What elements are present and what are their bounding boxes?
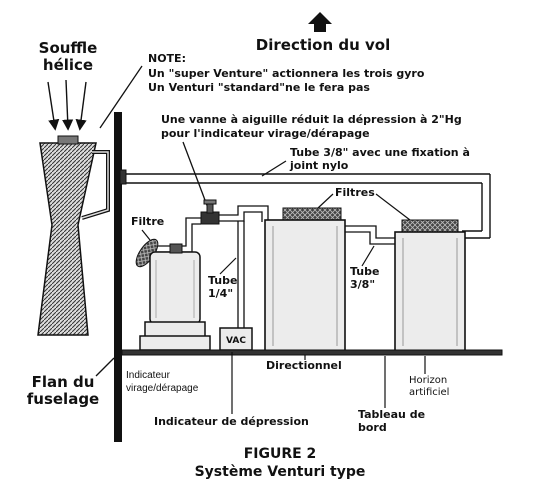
direction-arrow-icon: [308, 12, 332, 32]
figure-number: FIGURE 2: [244, 446, 317, 462]
instrument-tubing: [148, 205, 396, 330]
tableau-line2: bord: [358, 421, 387, 434]
filtre-label: Filtre: [131, 215, 164, 228]
directional-gyro: [264, 207, 346, 353]
wall-fitting: [119, 169, 127, 185]
souffle-label-line1: Souffle: [39, 39, 98, 57]
flan-line1: Flan du: [32, 373, 95, 391]
tube38-line1: Tube: [350, 265, 379, 278]
tube38-leader: [361, 245, 375, 267]
note-label: NOTE:: [148, 52, 186, 65]
filtres-label: Filtres: [335, 186, 375, 199]
vacuum-gauge: VAC: [219, 327, 253, 351]
horizon-line2: artificiel: [409, 387, 449, 398]
figure-title: Système Venturi type: [195, 464, 366, 480]
vanne-line1: Une vanne à aiguille réduit la dépressio…: [161, 113, 462, 126]
indicateur-virage-line1: Indicateur: [126, 370, 171, 381]
indicateur-virage-line2: virage/dérapage: [126, 383, 199, 394]
tube14-leader: [219, 257, 237, 275]
vac-label: VAC: [226, 336, 246, 346]
tube14-line2: 1/4": [208, 287, 233, 300]
note-line2: Un "super Venture" actionnera les trois …: [148, 67, 425, 80]
airflow-arrows: [47, 79, 87, 131]
main-vacuum-tube: [126, 173, 491, 239]
direction-label: Direction du vol: [256, 36, 390, 54]
tube38-line2: 3/8": [350, 278, 375, 291]
filtres-leader-2: [375, 193, 411, 221]
tube38-joint-line1: Tube 3/8" avec une fixation à: [290, 146, 470, 159]
tableau-line1: Tableau de: [358, 408, 425, 421]
note-line3: Un Venturi "standard"ne le fera pas: [148, 81, 370, 94]
flan-leader: [95, 357, 115, 377]
turn-slip-indicator: [139, 243, 211, 351]
vanne-leader: [182, 141, 209, 209]
note-leader: [99, 65, 143, 129]
tube14-line1: Tube: [208, 274, 237, 287]
filtre-leader: [141, 229, 151, 241]
fuselage-wall: [114, 112, 122, 442]
filtres-leader-1: [317, 193, 334, 209]
horizon-line1: Horizon: [409, 375, 447, 386]
instrument-panel-shelf: [121, 349, 503, 356]
venturi-tube: [37, 135, 110, 336]
tube38-joint-line2: joint nylo: [289, 159, 349, 172]
needle-valve-icon: [200, 199, 220, 225]
flan-line2: fuselage: [27, 390, 99, 408]
vanne-line2: pour l'indicateur virage/dérapage: [161, 127, 370, 140]
indicateur-depression-label: Indicateur de dépression: [154, 415, 309, 428]
souffle-label-line2: hélice: [43, 56, 93, 74]
directionnel-label: Directionnel: [266, 359, 342, 372]
artificial-horizon: [394, 219, 466, 353]
